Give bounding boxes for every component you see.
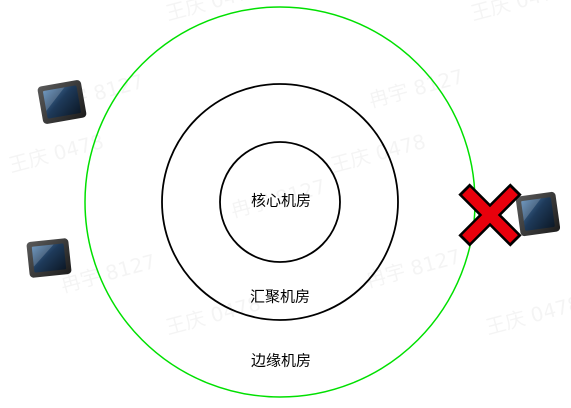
core-ring [219,141,341,263]
aggregation-ring [161,83,399,321]
tablet-icon[interactable] [515,191,561,237]
watermark: 冉宇 8127 [366,64,466,112]
watermark: 王庆 0478 [483,291,571,339]
core-ring-label: 核心机房 [251,192,311,210]
edge-ring-label: 边缘机房 [251,352,311,370]
tablet-icon[interactable] [26,238,72,278]
watermark: 王庆 0478 [163,0,263,25]
tablet-icon[interactable] [37,79,87,124]
watermark: 王庆 0478 [468,0,568,25]
watermark: 冉宇 8127 [58,249,158,297]
aggregation-ring-label: 汇聚机房 [250,288,310,306]
red-x-icon [458,183,522,247]
